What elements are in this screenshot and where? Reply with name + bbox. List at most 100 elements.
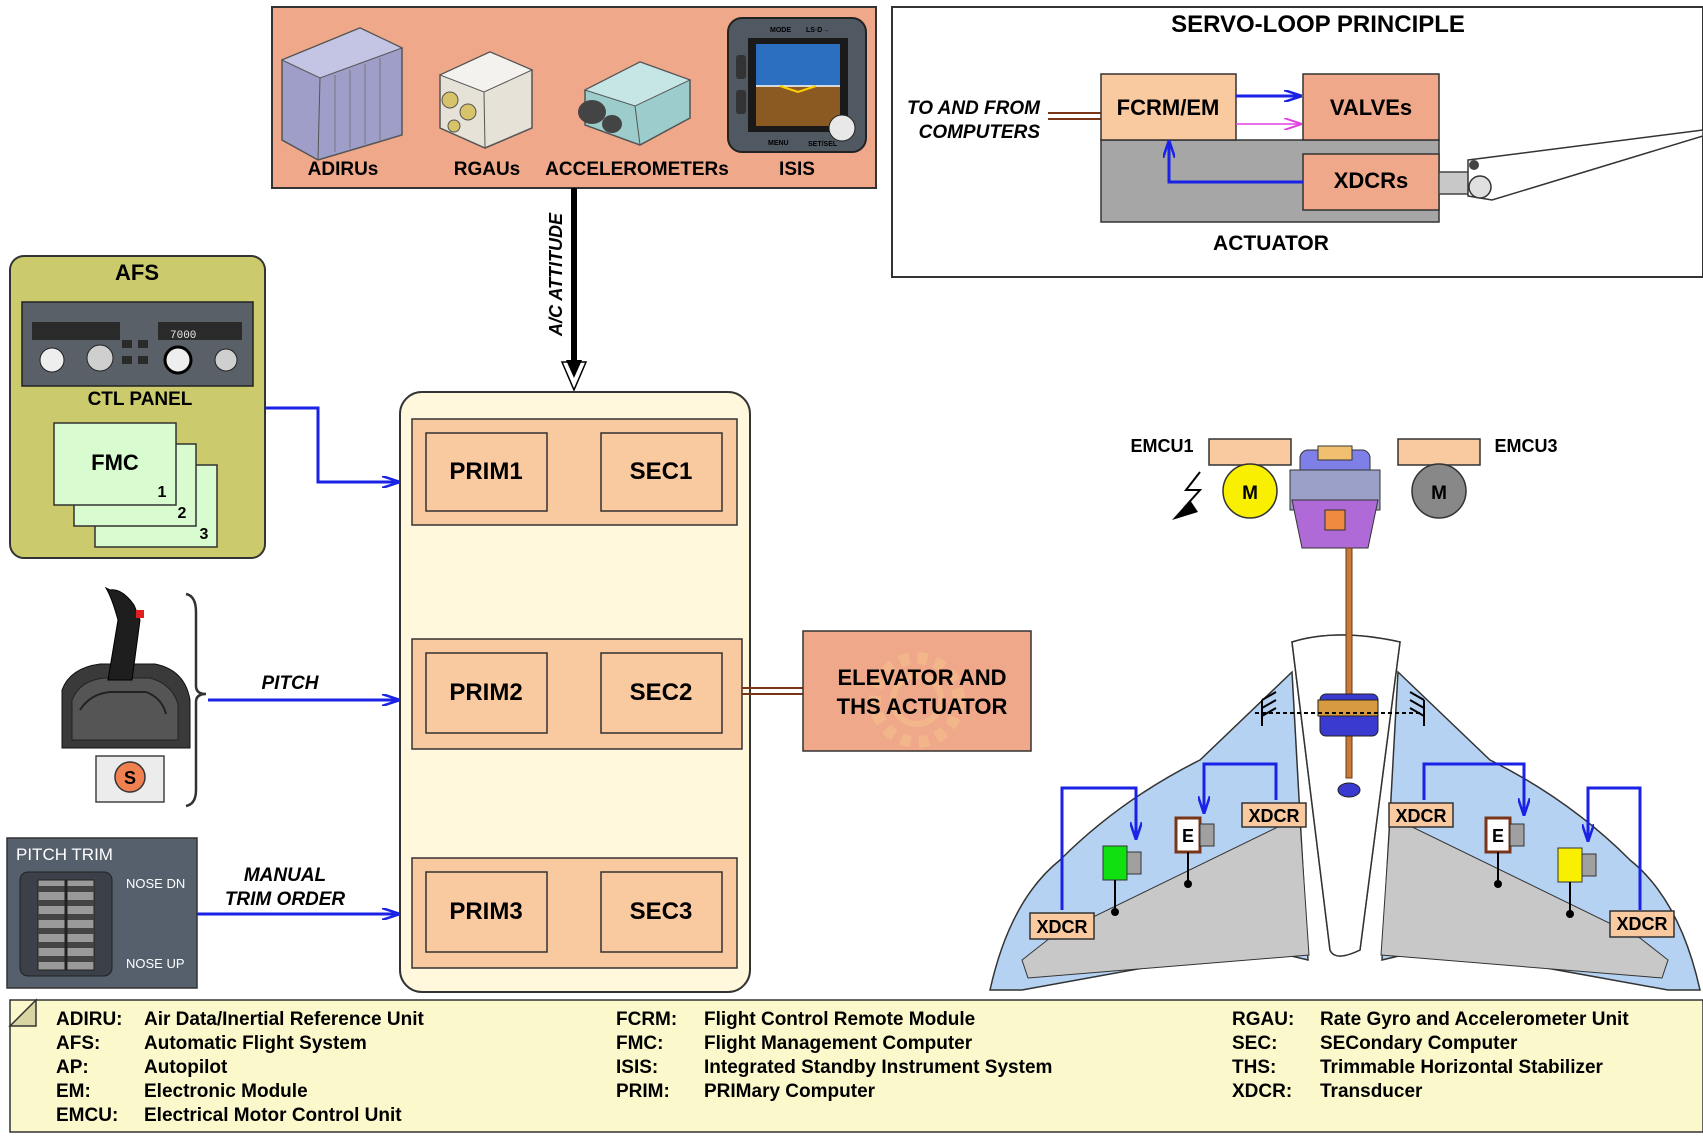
xdcr-left-inner-label: XDCR [1248,806,1299,826]
fcrm-label: FCRM/EM [1117,95,1220,120]
xdcr-left-outer-label: XDCR [1036,917,1087,937]
glossary-abbr: PRIM: [616,1081,670,1102]
actuator-left-outer [1102,845,1142,916]
pitch-trim-title: PITCH TRIM [16,845,113,864]
motor-3-icon [1411,463,1467,519]
note-corner-icon [8,998,37,1027]
xdcr-right-outer-label: XDCR [1616,914,1667,934]
prim3-box [425,871,548,953]
glossary-def: Transducer [1320,1081,1423,1102]
sensor-label-isis: ISIS [779,159,815,180]
actuator-right-inner: E [1484,816,1525,888]
glossary-def: Automatic Flight System [144,1033,367,1054]
sec1-label: SEC1 [630,458,693,485]
rgau-icon [438,51,534,149]
afs-panel: AFS 7000 CTL PANEL FMC 1 2 3 [9,255,266,559]
prim2-label: PRIM2 [449,679,522,706]
glossary-abbr: THS: [1232,1057,1276,1078]
ths-gearbox-icon [1289,445,1381,549]
manual-trim-label-2: TRIM ORDER [225,889,346,910]
glossary-def: Electronic Module [144,1081,308,1102]
fcrm-box [1100,73,1237,141]
xdcr-left-outer [1029,912,1095,940]
trim-wheel-icon [37,879,95,971]
prim1-box [425,432,548,512]
ctl-panel-label: CTL PANEL [88,389,193,410]
fmc-stack: FMC 1 2 3 [53,422,218,548]
isis-instrument: MODE LS·D→ MENU SET/SEL [727,17,867,153]
control-surface-icon [1467,129,1703,201]
sec3-box [600,871,723,953]
afs-title: AFS [115,260,159,285]
sensor-label-adirus: ADIRUs [308,159,379,180]
fmc-label: FMC [91,450,139,475]
xdcr-right-outer [1609,910,1675,938]
glossary-abbr: ISIS: [616,1057,658,1078]
pitch-label: PITCH [262,673,320,694]
sensor-label-rgaus: RGAUs [454,159,521,180]
sensor-label-accelerometers: ACCELEROMETERs [545,159,729,180]
elevator-actuator-label-2: THS ACTUATOR [837,694,1008,719]
fmc-number-3: 3 [200,526,209,543]
actuator-left-inner: E [1174,816,1215,888]
xdcrs-box [1302,153,1440,211]
emcu3-box [1397,438,1481,466]
computers-panel: PRIM1 SEC1 PRIM2 SEC2 PRIM3 SEC3 [399,391,751,993]
em-left-label: E [1182,826,1194,846]
emcu3-label: EMCU3 [1494,436,1557,456]
glossary-abbr: XDCR: [1232,1081,1292,1102]
em-right-label: E [1492,826,1504,846]
glossary-def: Integrated Standby Instrument System [704,1057,1052,1078]
fcu-altitude-value: 7000 [170,330,196,342]
glossary-abbr: RGAU: [1232,1009,1294,1030]
hinge-mark-right [1409,691,1425,726]
servo-title: SERVO-LOOP PRINCIPLE [1171,11,1465,38]
fcu-panel-icon: 7000 [21,301,254,387]
accelerometer-icon [578,61,692,146]
actuator-right-outer [1557,847,1597,918]
sidestick-brace [185,592,207,808]
valves-label: VALVEs [1330,95,1412,120]
xdcr-right-inner [1388,802,1454,828]
glossary-abbr: EM: [56,1081,91,1102]
glossary-abbr: ADIRU: [56,1009,123,1030]
pitch-trim-nose-up: NOSE UP [126,956,185,971]
pitch-trim-nose-dn: NOSE DN [126,876,185,891]
stabilizer-diagram: EMCU1 EMCU3 M M [989,436,1701,991]
attitude-label: A/C ATTITUDE [546,212,566,337]
motor-3-label: M [1431,483,1447,504]
computer-row-2: PRIM2 SEC2 [411,638,743,750]
fmc-number-1: 1 [158,484,167,501]
actuator-label: ACTUATOR [1213,232,1329,255]
lightning-icon [1172,471,1203,520]
computer-row-3: PRIM3 SEC3 [411,857,738,969]
glossary-def: Trimmable Horizontal Stabilizer [1320,1057,1604,1078]
xdcr-left-inner [1241,802,1307,828]
hinge-mark-left [1261,691,1277,726]
glossary-def: Flight Control Remote Module [704,1009,975,1030]
glossary-def: SECondary Computer [1320,1033,1518,1054]
xdcr-right-inner-label: XDCR [1395,806,1446,826]
pitch-trim-panel: PITCH TRIM NOSE DN NOSE UP [6,837,198,989]
glossary-def: PRIMary Computer [704,1081,876,1102]
glossary-def: Rate Gyro and Accelerometer Unit [1320,1009,1629,1030]
gear-icon [869,652,965,748]
isis-ls-label: LS·D→ [806,27,829,34]
computer-row-1: PRIM1 SEC1 [411,418,738,526]
prim2-box [425,652,548,734]
sec2-to-actuator-link [742,687,803,695]
glossary-abbr: EMCU: [56,1105,118,1126]
xdcr-feedback-arrow [1169,142,1303,184]
emcu1-label: EMCU1 [1130,436,1193,456]
isis-menu-label: MENU [768,140,789,147]
afs-to-prim1-arrow [266,406,398,482]
valves-box [1302,73,1440,141]
glossary-def: Electrical Motor Control Unit [144,1105,402,1126]
elevator-actuator-label-1: ELEVATOR AND [837,665,1006,690]
elevator-ths-actuator-box: ELEVATOR AND THS ACTUATOR [802,630,1032,752]
prim3-label: PRIM3 [449,898,522,925]
attitude-arrow: A/C ATTITUDE [546,188,588,392]
adiru-icon [280,27,404,161]
sensors-panel: MODE LS·D→ MENU SET/SEL ADIRUs RGAUs ACC… [271,6,877,189]
